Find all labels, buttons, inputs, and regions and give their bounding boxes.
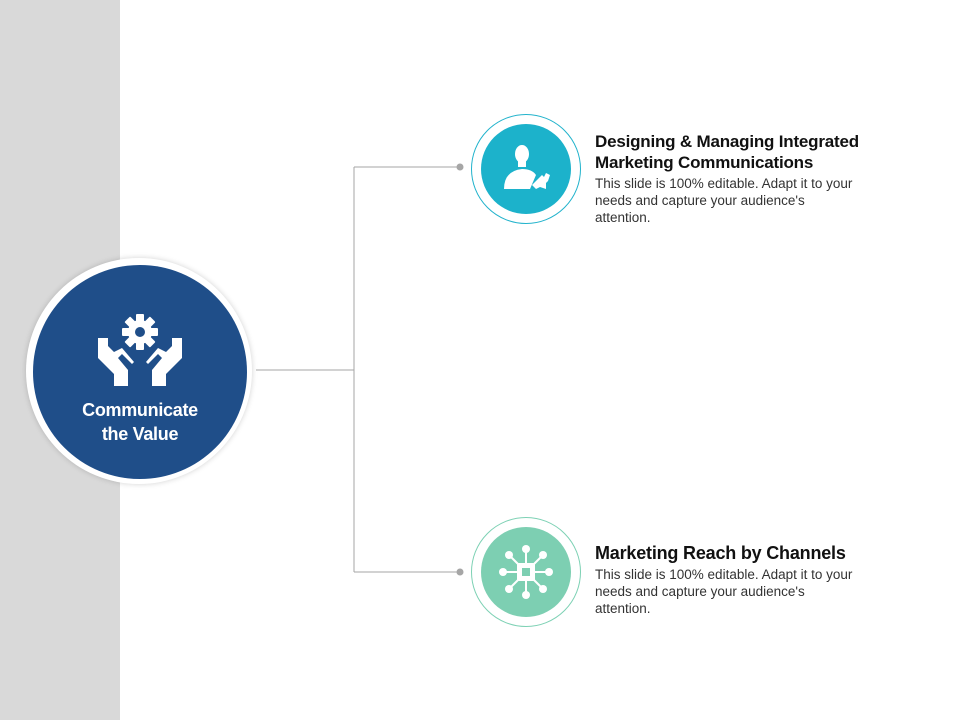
hands-gear-icon <box>98 314 182 386</box>
node-text-integrated-communications: Designing & Managing Integrated Marketin… <box>595 131 915 226</box>
node-text-reach-by-channels: Marketing Reach by Channels This slide i… <box>595 543 915 617</box>
node-title: Marketing Reach by Channels <box>595 543 915 564</box>
network-hub-icon <box>499 545 553 599</box>
hub-circle <box>33 265 247 479</box>
node-circle-integrated-communications <box>481 124 571 214</box>
node-description: This slide is 100% editable. Adapt it to… <box>595 567 853 616</box>
hub-label: Communicate the Value <box>40 398 240 446</box>
node-title: Designing & Managing Integrated Marketin… <box>595 131 915 173</box>
connector-dot-bottom <box>456 568 464 576</box>
node-title-line2: Marketing Communications <box>595 153 814 172</box>
hub-label-line2: the Value <box>101 424 179 444</box>
node-title-line1: Marketing Reach by Channels <box>595 543 846 563</box>
node-title-line1: Designing & Managing Integrated <box>595 132 859 151</box>
person-megaphone-icon <box>504 145 550 189</box>
connector-dot-top <box>456 163 464 171</box>
hub-label-line1: Communicate <box>82 400 198 420</box>
node-description: This slide is 100% editable. Adapt it to… <box>595 176 853 225</box>
